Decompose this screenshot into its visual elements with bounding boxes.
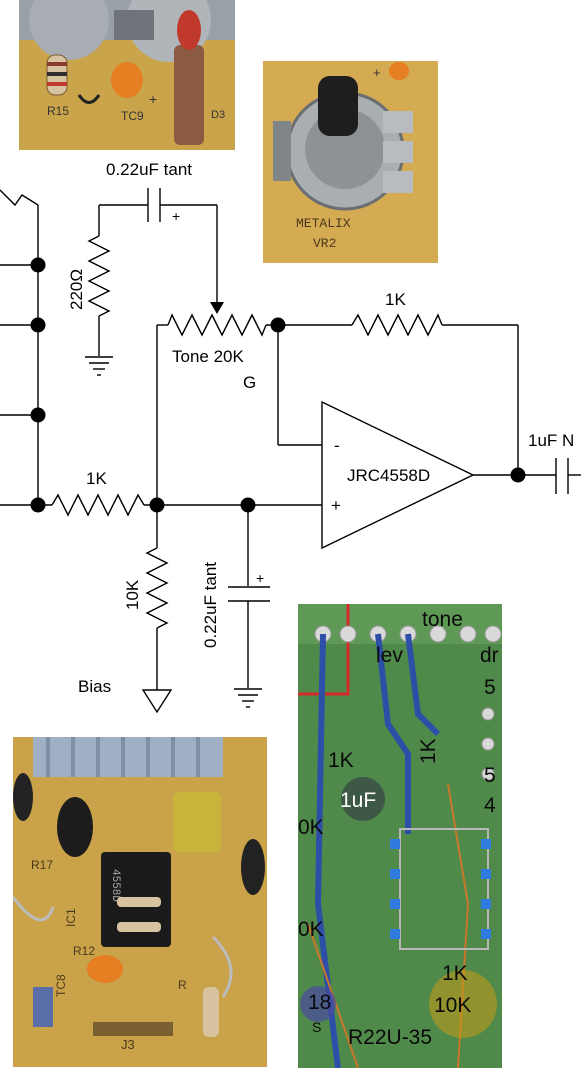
board-label-4: 4 bbox=[484, 794, 496, 817]
bias-label: Bias bbox=[78, 677, 111, 696]
photo-pcb-traces: tone lev dr 5 1K 1K 1uF 5 4 0K 0K 1K 10K… bbox=[298, 604, 502, 1068]
silk-vr2: VR2 bbox=[313, 236, 336, 251]
silk-r15: R15 bbox=[47, 104, 69, 118]
resistor-220 bbox=[87, 235, 111, 317]
resistor-1k-input bbox=[51, 493, 145, 517]
node-biascap bbox=[240, 497, 256, 513]
board-label-18: 18 bbox=[308, 991, 331, 1014]
cap-top-label: 0.22uF tant bbox=[106, 160, 192, 179]
board-label-dr: dr bbox=[480, 644, 499, 667]
node-left-1 bbox=[30, 257, 46, 273]
node-left-2 bbox=[30, 317, 46, 333]
board-label-10k: 10K bbox=[434, 994, 471, 1017]
silk-d3: D3 bbox=[211, 109, 225, 121]
opamp-triangle bbox=[321, 400, 475, 550]
photo-pot-vr2-art: + METALIX VR2 bbox=[263, 61, 438, 263]
board-label-1k-a: 1K bbox=[328, 749, 354, 772]
board-label-r22: R22U-35 bbox=[348, 1026, 432, 1049]
opamp-plus: + bbox=[331, 496, 341, 515]
wiper-arrow bbox=[210, 302, 224, 314]
opamp-minus: - bbox=[334, 436, 340, 455]
node-bias bbox=[149, 497, 165, 513]
silk-plus-tr: + bbox=[373, 65, 381, 80]
bias-ground-triangle bbox=[141, 689, 173, 714]
board-label-1uf: 1uF bbox=[340, 789, 376, 812]
cap-top-plus: + bbox=[172, 208, 180, 224]
board-label-1k-b: 1K bbox=[417, 738, 440, 764]
node-left-3 bbox=[30, 407, 46, 423]
board-label-5a: 5 bbox=[484, 676, 496, 699]
wire-input-zigzag bbox=[0, 189, 39, 207]
photo-pcb-top-left: R15 TC9 + D3 bbox=[19, 0, 235, 150]
photo-ic-closeup-art: 4558D R17 IC1 R12 TC8 J3 R bbox=[13, 737, 267, 1067]
node-left-4 bbox=[30, 497, 46, 513]
res-fb-label: 1K bbox=[385, 290, 406, 309]
photo-pot-vr2: + METALIX VR2 bbox=[263, 61, 438, 263]
board-label-lev: lev bbox=[376, 644, 403, 667]
resistor-1k-feedback bbox=[351, 313, 443, 337]
junction-nodes bbox=[30, 257, 526, 513]
opamp-label: JRC4558D bbox=[347, 466, 430, 485]
cap-out-label: 1uF N bbox=[528, 431, 574, 450]
board-label-0k-b: 0K bbox=[298, 918, 324, 941]
silk-r17: R17 bbox=[31, 858, 53, 872]
silk-plus-tl: + bbox=[149, 91, 157, 107]
photo-ic-closeup: 4558D R17 IC1 R12 TC8 J3 R bbox=[13, 737, 267, 1067]
board-label-s: S bbox=[312, 1019, 321, 1035]
board-label-tone: tone bbox=[422, 608, 463, 631]
chip-text: 4558D bbox=[109, 869, 121, 902]
cap-bias-label: 0.22uF tant bbox=[201, 562, 220, 648]
silk-j3: J3 bbox=[121, 1037, 135, 1052]
cap-bias-plus: + bbox=[256, 570, 264, 586]
silk-r: R bbox=[178, 978, 187, 992]
photo-pcb-traces-art: tone lev dr 5 1K 1K 1uF 5 4 0K 0K 1K 10K… bbox=[298, 604, 502, 1068]
board-label-5b: 5 bbox=[484, 764, 496, 787]
res-in-label: 1K bbox=[86, 469, 107, 488]
silk-ic1: IC1 bbox=[64, 908, 78, 927]
node-tone bbox=[270, 317, 286, 333]
board-label-0k-a: 0K bbox=[298, 816, 324, 839]
potentiometer-tone bbox=[167, 313, 267, 337]
resistor-10k-bias bbox=[145, 547, 169, 629]
silk-r12: R12 bbox=[73, 944, 95, 958]
silk-tc8: TC8 bbox=[54, 974, 68, 997]
board-label-1k-c: 1K bbox=[442, 962, 468, 985]
silk-metalix: METALIX bbox=[296, 216, 351, 231]
silk-tc9: TC9 bbox=[121, 109, 144, 123]
res-220-label: 220Ω bbox=[67, 269, 86, 310]
photo-pcb-top-left-art: R15 TC9 + D3 bbox=[19, 0, 235, 150]
tone-pot-sub: G bbox=[243, 373, 256, 392]
res-bias-label: 10K bbox=[123, 579, 142, 610]
node-output bbox=[510, 467, 526, 483]
tone-pot-label: Tone 20K bbox=[172, 347, 244, 366]
